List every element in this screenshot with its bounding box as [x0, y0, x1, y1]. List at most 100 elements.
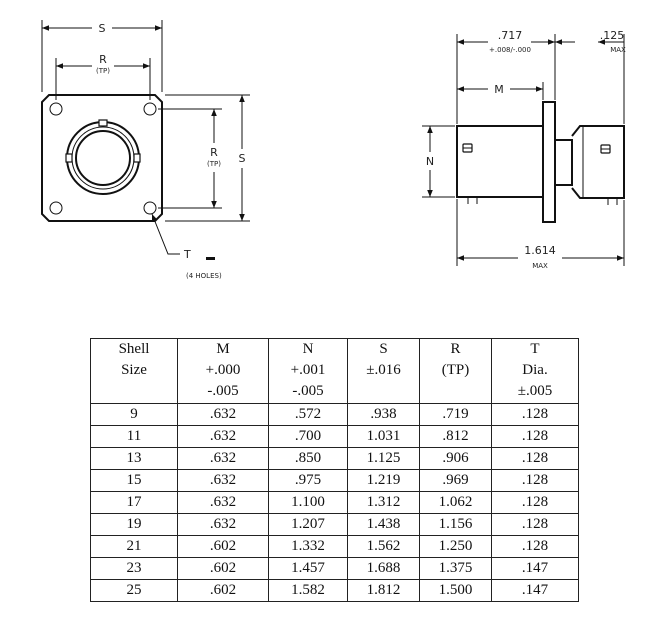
- mounting-hole-tl: [49, 102, 63, 116]
- cell-n: 1.332: [268, 535, 348, 558]
- cell-t: .128: [491, 403, 579, 426]
- table-row: 19 .632 1.207 1.438 1.156 .128: [90, 513, 579, 536]
- cell-r: .906: [419, 447, 492, 470]
- dim-m-label: M: [494, 83, 504, 96]
- table-row: 11 .632 .700 1.031 .812 .128: [90, 425, 579, 448]
- side-rear-nut: [571, 125, 625, 199]
- cell-s: 1.312: [347, 491, 420, 514]
- dim-t-label: T: [183, 248, 191, 261]
- cell-m: .602: [177, 557, 269, 580]
- dim-125-label: .125: [600, 29, 625, 42]
- cell-t: .128: [491, 469, 579, 492]
- cell-n: .572: [268, 403, 348, 426]
- dimension-table: Shell Size M +.000 -.005 N +.001 -.005 S…: [90, 338, 579, 602]
- bayonet-lug-right: [133, 153, 141, 163]
- side-flange: [542, 101, 556, 223]
- table-row: 23 .602 1.457 1.688 1.375 .147: [90, 557, 579, 580]
- dim-r-top-label: R: [99, 53, 107, 66]
- cell-s: 1.562: [347, 535, 420, 558]
- dim-717-label: .717: [498, 29, 523, 42]
- cell-s: 1.688: [347, 557, 420, 580]
- header-s: S ±.016: [347, 338, 420, 404]
- cell-t: .128: [491, 513, 579, 536]
- cell-n: 1.100: [268, 491, 348, 514]
- cell-t: .128: [491, 447, 579, 470]
- cell-n: .700: [268, 425, 348, 448]
- dim-125-sub: MAX: [610, 46, 626, 54]
- cell-shell-size: 13: [90, 447, 178, 470]
- cell-shell-size: 25: [90, 579, 178, 602]
- dim-717-tol: +.008/-.000: [489, 46, 531, 54]
- cell-r: .719: [419, 403, 492, 426]
- receptacle-inner-ring: [75, 130, 131, 186]
- cell-n: 1.582: [268, 579, 348, 602]
- cell-m: .632: [177, 425, 269, 448]
- header-m: M +.000 -.005: [177, 338, 269, 404]
- table-row: 17 .632 1.100 1.312 1.062 .128: [90, 491, 579, 514]
- cell-s: 1.219: [347, 469, 420, 492]
- cell-t: .147: [491, 557, 579, 580]
- table-row: 25 .602 1.582 1.812 1.500 .147: [90, 579, 579, 602]
- cell-m: .632: [177, 447, 269, 470]
- holes-note: (4 HOLES): [186, 272, 222, 280]
- cell-r: 1.062: [419, 491, 492, 514]
- cell-s: 1.031: [347, 425, 420, 448]
- cell-shell-size: 21: [90, 535, 178, 558]
- header-n: N +.001 -.005: [268, 338, 348, 404]
- t-symbol-mark: [206, 257, 215, 260]
- cell-t: .128: [491, 491, 579, 514]
- mounting-hole-tr: [143, 102, 157, 116]
- cell-shell-size: 19: [90, 513, 178, 536]
- header-r: R (TP): [419, 338, 492, 404]
- cell-r: 1.250: [419, 535, 492, 558]
- dim-r-side-sub: (TP): [207, 160, 221, 168]
- dimension-table-container: Shell Size M +.000 -.005 N +.001 -.005 S…: [90, 338, 579, 602]
- cell-m: .632: [177, 513, 269, 536]
- cell-m: .602: [177, 579, 269, 602]
- table-row: 13 .632 .850 1.125 .906 .128: [90, 447, 579, 470]
- header-t: T Dia. ±.005: [491, 338, 579, 404]
- cell-n: .850: [268, 447, 348, 470]
- table-row: 15 .632 .975 1.219 .969 .128: [90, 469, 579, 492]
- cell-r: 1.375: [419, 557, 492, 580]
- cell-n: 1.207: [268, 513, 348, 536]
- table-header-row: Shell Size M +.000 -.005 N +.001 -.005 S…: [90, 338, 579, 404]
- mounting-hole-br: [143, 201, 157, 215]
- receptacle-coupling-ring: [71, 126, 135, 190]
- table-row: 21 .602 1.332 1.562 1.250 .128: [90, 535, 579, 558]
- header-shell-size: Shell Size: [90, 338, 178, 404]
- cell-s: 1.812: [347, 579, 420, 602]
- cell-r: .812: [419, 425, 492, 448]
- dim-n-label: N: [426, 155, 434, 168]
- cell-shell-size: 17: [90, 491, 178, 514]
- cell-m: .602: [177, 535, 269, 558]
- cell-shell-size: 15: [90, 469, 178, 492]
- dim-1614-label: 1.614: [524, 244, 556, 257]
- bayonet-lug-left: [65, 153, 73, 163]
- cell-shell-size: 11: [90, 425, 178, 448]
- side-view: .717 +.008/-.000 .125 MAX M N 1.614 MAX: [422, 29, 626, 270]
- bayonet-lug-top: [98, 119, 108, 127]
- cell-r: 1.156: [419, 513, 492, 536]
- cell-m: .632: [177, 469, 269, 492]
- cell-shell-size: 23: [90, 557, 178, 580]
- dim-r-top-sub: (TP): [96, 67, 110, 75]
- cell-t: .128: [491, 425, 579, 448]
- receptacle-outer-ring: [66, 121, 140, 195]
- cell-m: .632: [177, 403, 269, 426]
- cell-t: .128: [491, 535, 579, 558]
- cell-m: .632: [177, 491, 269, 514]
- cell-s: 1.125: [347, 447, 420, 470]
- front-view: S R (TP) R (TP) S T (4 HOLES): [41, 20, 250, 280]
- cell-t: .147: [491, 579, 579, 602]
- dim-s-top-label: S: [99, 22, 106, 35]
- cell-r: 1.500: [419, 579, 492, 602]
- cell-shell-size: 9: [90, 403, 178, 426]
- side-neck: [555, 139, 573, 186]
- connector-drawing: S R (TP) R (TP) S T (4 HOLES): [41, 20, 626, 280]
- table-row: 9 .632 .572 .938 .719 .128: [90, 403, 579, 426]
- side-body: [456, 125, 544, 198]
- dim-r-side-label: R: [210, 146, 218, 159]
- dim-s-side-label: S: [239, 152, 246, 165]
- mounting-hole-bl: [49, 201, 63, 215]
